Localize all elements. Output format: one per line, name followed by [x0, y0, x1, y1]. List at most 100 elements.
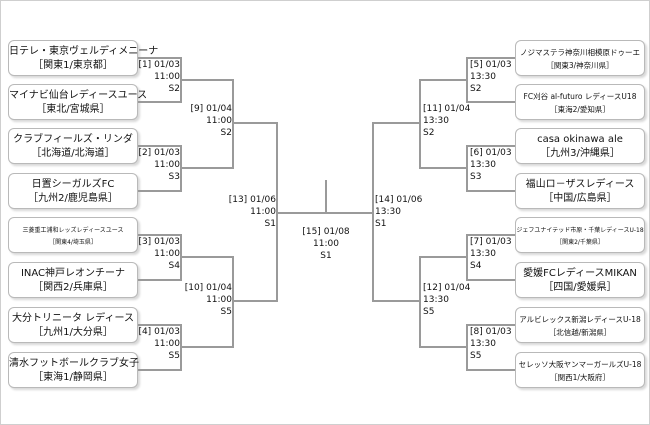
- match-time: 11:00: [250, 207, 276, 217]
- team-box: 福山ロ－ザスレディース ［中国/広島県］: [515, 173, 645, 209]
- match-venue: S3: [168, 172, 180, 182]
- team-name: 日テレ・東京ヴェルディメニーナ: [9, 46, 159, 57]
- bracket-line: [180, 79, 234, 81]
- bracket-line: [466, 57, 515, 59]
- team-box: クラブフィールズ・リンダ ［北海道/北海道］: [8, 128, 138, 164]
- match-info: [4] 01/03 11:00 S5: [138, 326, 180, 362]
- match-time: 13:30: [375, 207, 401, 217]
- match-no-date: [11] 01/04: [423, 104, 471, 114]
- bracket-line: [138, 57, 182, 59]
- match-time: 13:30: [470, 160, 496, 170]
- team-name: マイナビ仙台レディースユース: [9, 90, 148, 101]
- bracket-line: [466, 369, 515, 371]
- match-time: 11:00: [154, 249, 180, 259]
- team-name: 愛媛FCレディースMIKAN: [523, 268, 637, 279]
- bracket-line: [276, 212, 326, 214]
- bracket-line: [466, 324, 515, 326]
- match-info: [10] 01/04 11:00 S5: [185, 282, 232, 318]
- team-name: FC刈谷 al-futuro レディースU18: [523, 92, 637, 101]
- match-venue: S1: [264, 219, 276, 229]
- bracket-line: [372, 300, 421, 302]
- bracket-line: [232, 300, 278, 302]
- match-time: 11:00: [206, 116, 232, 126]
- team-region: ［関西1/大阪府］: [550, 373, 610, 382]
- team-box: FC刈谷 al-futuro レディースU18 ［東海2/愛知県］: [515, 84, 645, 120]
- bracket-line: [325, 180, 327, 214]
- team-name: アルビレックス新潟レディースU-18: [519, 315, 641, 324]
- bracket-line: [138, 234, 182, 236]
- team-name: 大分トリニータ レディース: [12, 313, 134, 324]
- team-box: ノジマステラ神奈川相模原ドゥーエ ［関東3/神奈川県］: [515, 40, 645, 76]
- team-region: ［関東2/千葉県］: [556, 239, 604, 246]
- team-box: ジェフユナイテッド市原・千葉レディースU-18 ［関東2/千葉県］: [515, 217, 645, 253]
- bracket-line: [180, 167, 234, 169]
- bracket-line: [180, 346, 234, 348]
- team-box: 清水フットボールクラブ女子 ［東海1/静岡県］: [8, 352, 139, 388]
- team-region: ［関東4/埼玉県］: [49, 239, 97, 246]
- team-name: 清水フットボールクラブ女子: [9, 358, 139, 369]
- bracket-line: [372, 122, 421, 124]
- match-time: 11:00: [154, 339, 180, 349]
- match-no-date: [5] 01/03: [470, 60, 512, 70]
- bracket-line: [138, 145, 182, 147]
- team-region: ［中国/広島県］: [543, 193, 617, 204]
- bracket-line: [419, 256, 468, 258]
- match-time: 13:30: [470, 339, 496, 349]
- match-time: 13:30: [423, 295, 449, 305]
- match-no-date: [3] 01/03: [138, 237, 180, 247]
- match-venue: S2: [423, 128, 435, 138]
- match-time: 11:00: [154, 72, 180, 82]
- match-info: [14] 01/06 13:30 S1: [375, 194, 422, 230]
- match-venue: S5: [470, 351, 482, 361]
- match-no-date: [4] 01/03: [138, 327, 180, 337]
- team-region: ［九州3/沖縄県］: [540, 148, 620, 159]
- match-no-date: [12] 01/04: [423, 283, 471, 293]
- match-venue: S5: [423, 307, 435, 317]
- team-box: アルビレックス新潟レディースU-18 ［北信越/新潟県］: [515, 307, 645, 343]
- bracket-line: [180, 256, 234, 258]
- team-region: ［東海2/愛知県］: [550, 105, 610, 114]
- team-region: ［九州2/鹿児島県］: [28, 193, 118, 204]
- team-box: 日置シーガルズFC ［九州2/鹿児島県］: [8, 173, 138, 209]
- team-name: 福山ロ－ザスレディース: [525, 179, 635, 190]
- team-box: セレッソ大阪ヤンマーガールズU-18 ［関西1/大阪府］: [515, 352, 645, 388]
- team-box: 日テレ・東京ヴェルディメニーナ ［関東1/東京都］: [8, 40, 159, 76]
- match-info: [11] 01/04 13:30 S2: [423, 103, 470, 139]
- team-box: 愛媛FCレディースMIKAN ［四国/愛媛県］: [515, 262, 645, 298]
- bracket-line: [232, 122, 278, 124]
- team-region: ［四国/愛媛県］: [543, 282, 617, 293]
- match-info: [2] 01/03 11:00 S3: [138, 147, 180, 183]
- match-info: [5] 01/03 13:30 S2: [470, 59, 512, 95]
- bracket-line: [419, 167, 468, 169]
- match-info: [9] 01/04 11:00 S2: [190, 103, 232, 139]
- match-venue: S3: [470, 172, 482, 182]
- team-name: セレッソ大阪ヤンマーガールズU-18: [518, 360, 642, 369]
- bracket-line: [466, 101, 515, 103]
- match-no-date: [13] 01/06: [228, 195, 276, 205]
- match-time: 13:30: [470, 249, 496, 259]
- team-name: 日置シーガルズFC: [31, 179, 115, 190]
- bracket-line: [138, 190, 182, 192]
- match-venue: S5: [168, 351, 180, 361]
- bracket-line: [466, 145, 515, 147]
- match-time: 13:30: [470, 72, 496, 82]
- bracket-line: [326, 212, 374, 214]
- match-no-date: [14] 01/06: [375, 195, 423, 205]
- bracket-line: [466, 279, 515, 281]
- team-name: 三菱重工浦和レッズレディースユース: [22, 227, 124, 234]
- match-time: 11:00: [313, 239, 339, 249]
- team-region: ［関西2/兵庫県］: [33, 282, 113, 293]
- match-no-date: [2] 01/03: [138, 148, 180, 158]
- match-info: [6] 01/03 13:30 S3: [470, 147, 512, 183]
- team-region: ［北信越/新潟県］: [548, 328, 612, 337]
- match-info: [3] 01/03 11:00 S4: [138, 236, 180, 272]
- bracket-line: [138, 369, 182, 371]
- match-venue: S5: [220, 307, 232, 317]
- match-info: [7] 01/03 13:30 S4: [470, 236, 512, 272]
- team-box: casa okinawa ale ［九州3/沖縄県］: [515, 128, 645, 164]
- match-time: 13:30: [423, 116, 449, 126]
- match-venue: S2: [168, 84, 180, 94]
- match-info: [1] 01/03 11:00 S2: [138, 59, 180, 95]
- match-info: [12] 01/04 13:30 S5: [423, 282, 470, 318]
- match-no-date: [7] 01/03: [470, 237, 512, 247]
